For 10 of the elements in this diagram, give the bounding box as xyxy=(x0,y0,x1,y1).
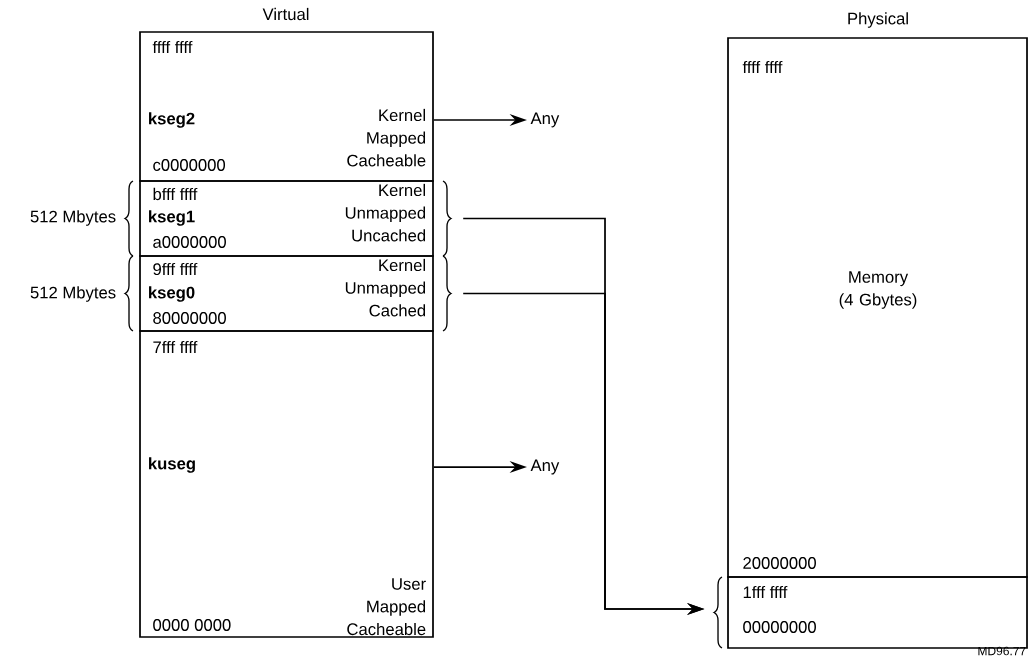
target-label: Any xyxy=(530,112,560,128)
memory-segment-box: 7fff ffff kuseg 0000 0000 User Mapped Cacheable xyxy=(139,330,434,638)
size-label: 512 Mbytes xyxy=(30,286,116,302)
memory-segment-box: 9fff ffff kseg0 Kernel Unmapped Cached 80000000 xyxy=(139,255,434,332)
figure-id: MD96.77 xyxy=(978,646,1026,656)
memory-segment-box: ffff ffff Memory (4 Gbytes) 20000000 xyxy=(727,37,1028,578)
target-label: Any xyxy=(530,459,560,475)
size-label: 512 Mbytes xyxy=(30,210,116,226)
memory-segment-box: bfff ffff kseg1 Kernel Unmapped Uncached a0000000 xyxy=(139,180,434,257)
memory-segment-box: ffff ffff kseg2 c0000000 Kernel Mapped Cacheable xyxy=(139,31,434,182)
